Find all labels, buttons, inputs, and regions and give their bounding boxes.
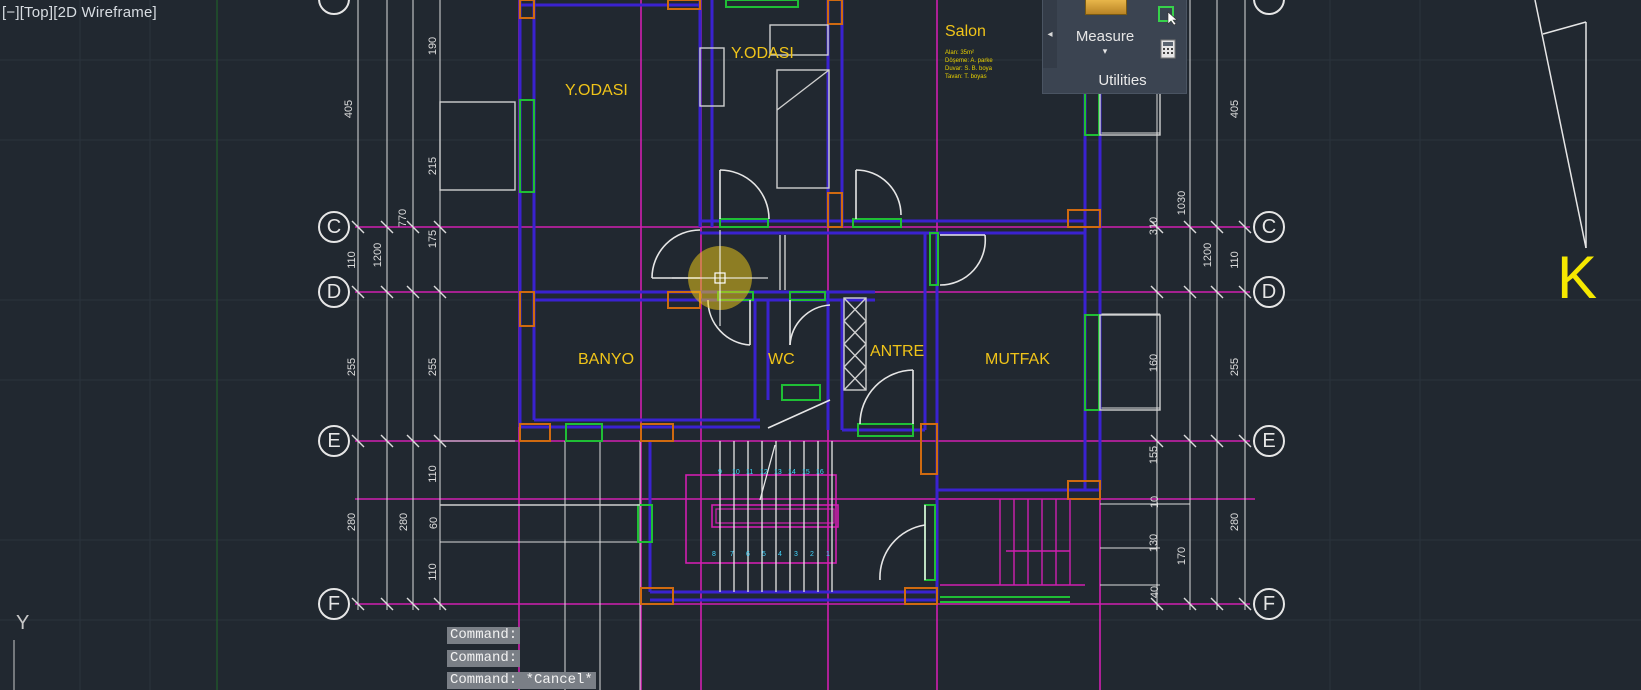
dimension-text: 110 bbox=[426, 563, 439, 581]
grid-bubble-c-right: C bbox=[1253, 211, 1285, 243]
sheet-letter: K bbox=[1557, 244, 1598, 311]
stair-step-number: 7 bbox=[730, 551, 734, 558]
dimension-text: 1200 bbox=[372, 242, 385, 268]
dimension-text: 280 bbox=[398, 512, 411, 532]
quick-select-icon bbox=[1158, 6, 1178, 26]
stair-step-number: 9 bbox=[718, 469, 722, 476]
stair-step-number: 16 bbox=[816, 469, 824, 476]
grid-bubble-f-right: F bbox=[1253, 588, 1285, 620]
stair-step-number: 10 bbox=[732, 469, 740, 476]
measure-label: Measure bbox=[1075, 28, 1135, 45]
dimension-text: 170 bbox=[1176, 546, 1189, 566]
room-label-y-odasi-right: Y.ODASI bbox=[731, 45, 794, 62]
calculator-icon bbox=[1160, 39, 1176, 59]
dimension-text: 160 bbox=[1148, 353, 1161, 373]
grid-axes bbox=[355, 0, 1255, 690]
dimension-text: 110 bbox=[345, 251, 358, 269]
room-label-antre: ANTRE bbox=[870, 343, 925, 360]
dimension-text: 770 bbox=[397, 208, 410, 228]
dimension-text: 60 bbox=[428, 516, 441, 530]
room-label-y-odasi-left: Y.ODASI bbox=[565, 82, 628, 99]
command-history-line: Command: bbox=[447, 650, 521, 667]
stair-step-number: 15 bbox=[802, 469, 810, 476]
measure-dropdown-caret[interactable]: ▾ bbox=[1102, 46, 1108, 56]
ucs-y-label: Y bbox=[16, 612, 30, 634]
dimension-text: 255 bbox=[427, 357, 440, 377]
dimension-text: 1200 bbox=[1202, 242, 1215, 268]
dimension-text: 405 bbox=[1229, 99, 1242, 119]
grid-bubble-e-right: E bbox=[1253, 425, 1285, 457]
stair-step-number: 2 bbox=[810, 551, 814, 558]
stair-step-number: 1 bbox=[826, 551, 830, 558]
stair-step-number: 12 bbox=[760, 469, 768, 476]
dimension-text: 190 bbox=[427, 36, 440, 56]
measure-button[interactable]: Measure ▾ bbox=[1071, 0, 1139, 62]
stair-step-number: 6 bbox=[746, 551, 750, 558]
dimension-text: 405 bbox=[343, 99, 356, 119]
dimension-text: 10 bbox=[1149, 495, 1162, 509]
room-label-salon: Salon bbox=[945, 23, 986, 40]
stair-step-number: 14 bbox=[788, 469, 796, 476]
utilities-panel-title[interactable]: Utilities bbox=[1098, 72, 1147, 89]
dimension-lines bbox=[351, 0, 1252, 690]
dimension-text: 110 bbox=[426, 465, 439, 483]
grid-bubble-c-left: C bbox=[318, 211, 350, 243]
salon-note-line: Alan: 35m² bbox=[945, 50, 975, 56]
grid-bubble-f-left: F bbox=[318, 588, 350, 620]
doors bbox=[651, 169, 987, 581]
dimension-text: 280 bbox=[346, 512, 359, 532]
collapse-arrow-icon[interactable]: ◂ bbox=[1043, 0, 1057, 68]
room-label-mutfak: MUTFAK bbox=[985, 351, 1050, 368]
cursor-crosshair-icon bbox=[672, 230, 768, 326]
salon-note-line: Tavan: T. boyas bbox=[945, 74, 987, 80]
stair-step-number: 11 bbox=[746, 469, 754, 476]
dimension-text: 130 bbox=[1148, 533, 1161, 553]
measure-icon bbox=[1085, 0, 1127, 15]
stair-step-number: 8 bbox=[712, 551, 716, 558]
columns bbox=[519, 0, 1101, 605]
dimension-text: 215 bbox=[427, 156, 440, 176]
adjacent-sheet-lines bbox=[1534, 0, 1587, 249]
command-history-line: Command: *Cancel* bbox=[447, 672, 596, 689]
utilities-ribbon-panel: ◂ Measure ▾ Utilities bbox=[1042, 0, 1187, 94]
quickcalc-button[interactable] bbox=[1157, 38, 1179, 60]
dimension-text: 280 bbox=[1229, 512, 1242, 532]
dimension-text: 1030 bbox=[1176, 190, 1189, 216]
dimension-text: 155 bbox=[1148, 445, 1161, 465]
dimension-text: 255 bbox=[1229, 357, 1242, 377]
dimension-text: 110 bbox=[1228, 251, 1241, 269]
room-label-wc: WC bbox=[768, 351, 795, 368]
dimension-text: 40 bbox=[1149, 585, 1162, 599]
stair-step-number: 4 bbox=[778, 551, 782, 558]
salon-note-line: Döşeme: A. parke bbox=[945, 58, 993, 64]
stair-step-number: 5 bbox=[762, 551, 766, 558]
room-label-banyo: BANYO bbox=[578, 351, 635, 368]
command-history-line: Command: bbox=[447, 627, 521, 644]
grid-bubble-e-left: E bbox=[318, 425, 350, 457]
salon-note-line: Duvar: S. B. boya bbox=[945, 66, 993, 72]
quick-select-button[interactable] bbox=[1157, 4, 1179, 26]
dimension-text: 255 bbox=[346, 357, 359, 377]
salon-finish-note: Alan: 35m² Döşeme: A. parke Duvar: S. B.… bbox=[945, 49, 993, 81]
dimension-text: 310 bbox=[1148, 216, 1161, 236]
grid-bubble-d-right: D bbox=[1253, 276, 1285, 308]
staircase bbox=[685, 441, 1085, 592]
grid-bubble-d-left: D bbox=[318, 276, 350, 308]
dimension-text: 175 bbox=[427, 229, 440, 249]
furniture bbox=[439, 24, 1161, 506]
viewport-controls-label[interactable]: [−][Top][2D Wireframe] bbox=[2, 4, 157, 21]
stair-step-number: 13 bbox=[774, 469, 782, 476]
stair-step-number: 3 bbox=[794, 551, 798, 558]
